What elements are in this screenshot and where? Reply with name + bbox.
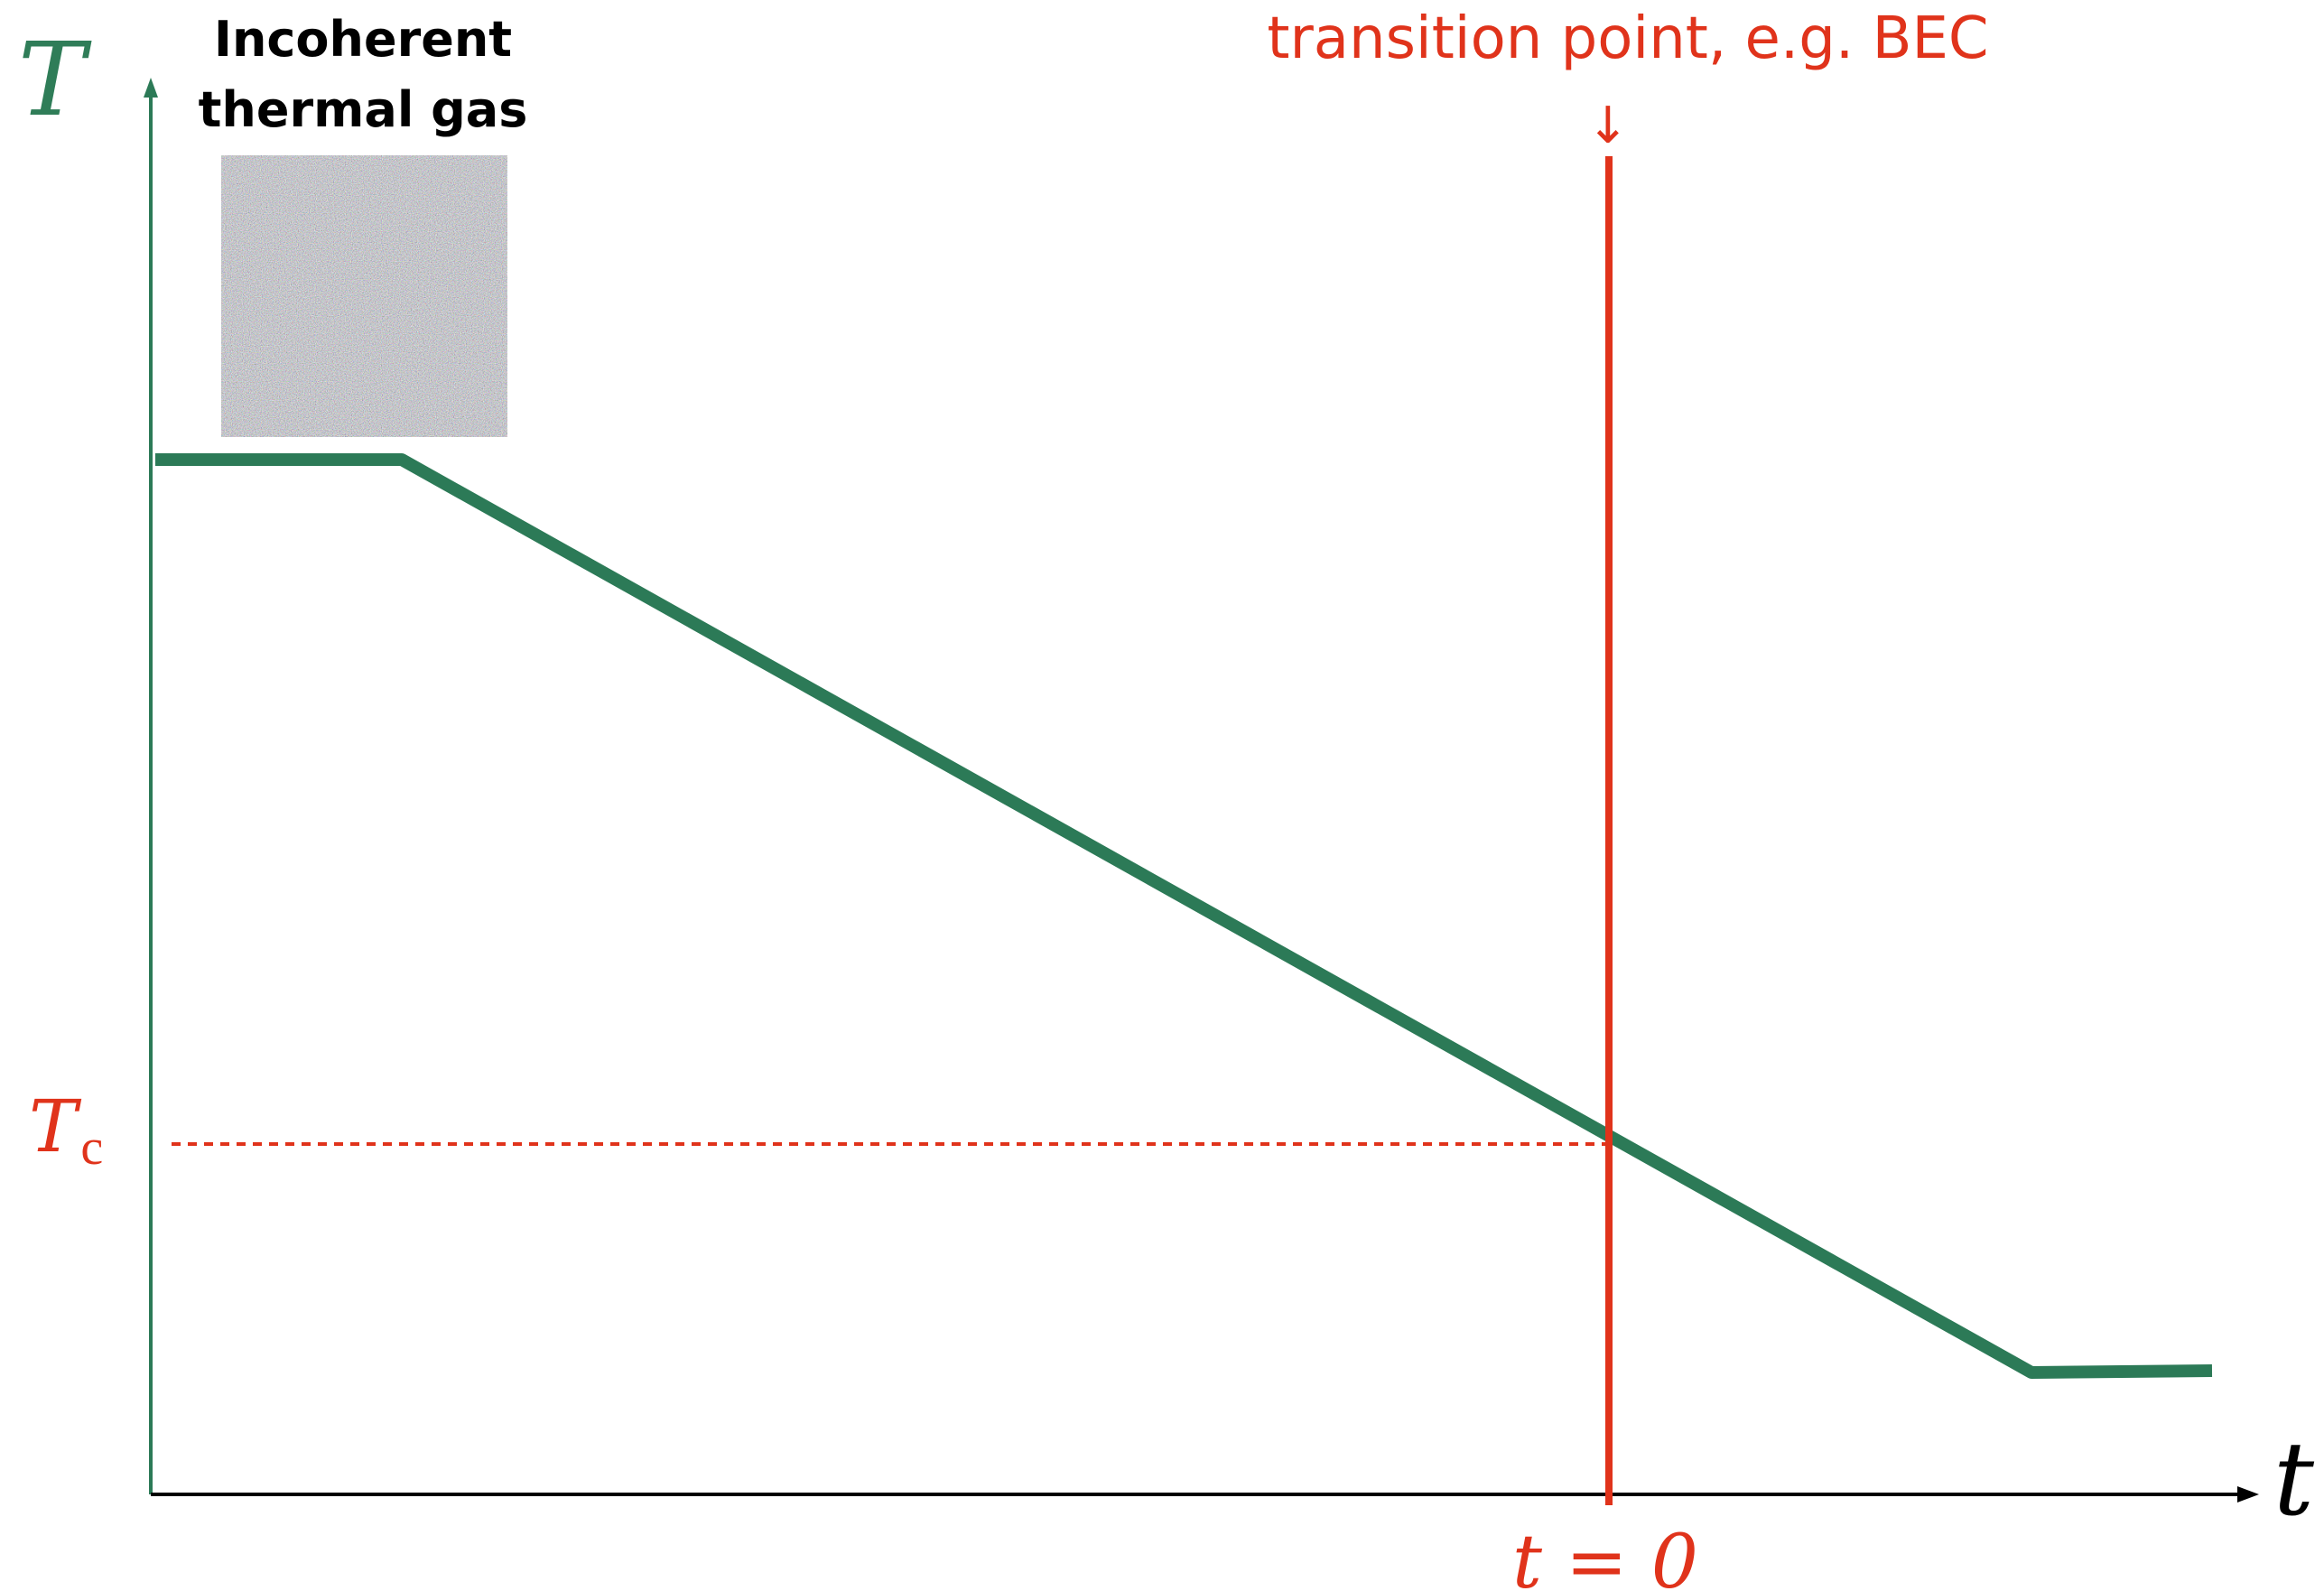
temperature-curve: [155, 453, 2213, 1379]
x-axis-label: t: [2273, 1421, 2315, 1539]
gas-label-line1: Incoherent: [214, 11, 512, 68]
y-axis-label: T: [18, 22, 92, 139]
gas-label-line2: thermal gas: [199, 81, 528, 138]
x-axis-arrowhead: [2237, 1486, 2259, 1503]
zero-time-label: t = 0: [1512, 1520, 1698, 1591]
y-axis-arrowhead: [144, 78, 158, 98]
critical-temperature-subscript: c: [80, 1120, 103, 1176]
critical-temperature-label: Tc: [29, 1084, 103, 1176]
transition-label: transition point, e.g. BEC: [1267, 5, 1988, 72]
thermal-noise-icon: [221, 155, 507, 437]
transition-arrow-icon: ↓: [1587, 97, 1630, 155]
critical-temperature-symbol: T: [29, 1084, 82, 1168]
